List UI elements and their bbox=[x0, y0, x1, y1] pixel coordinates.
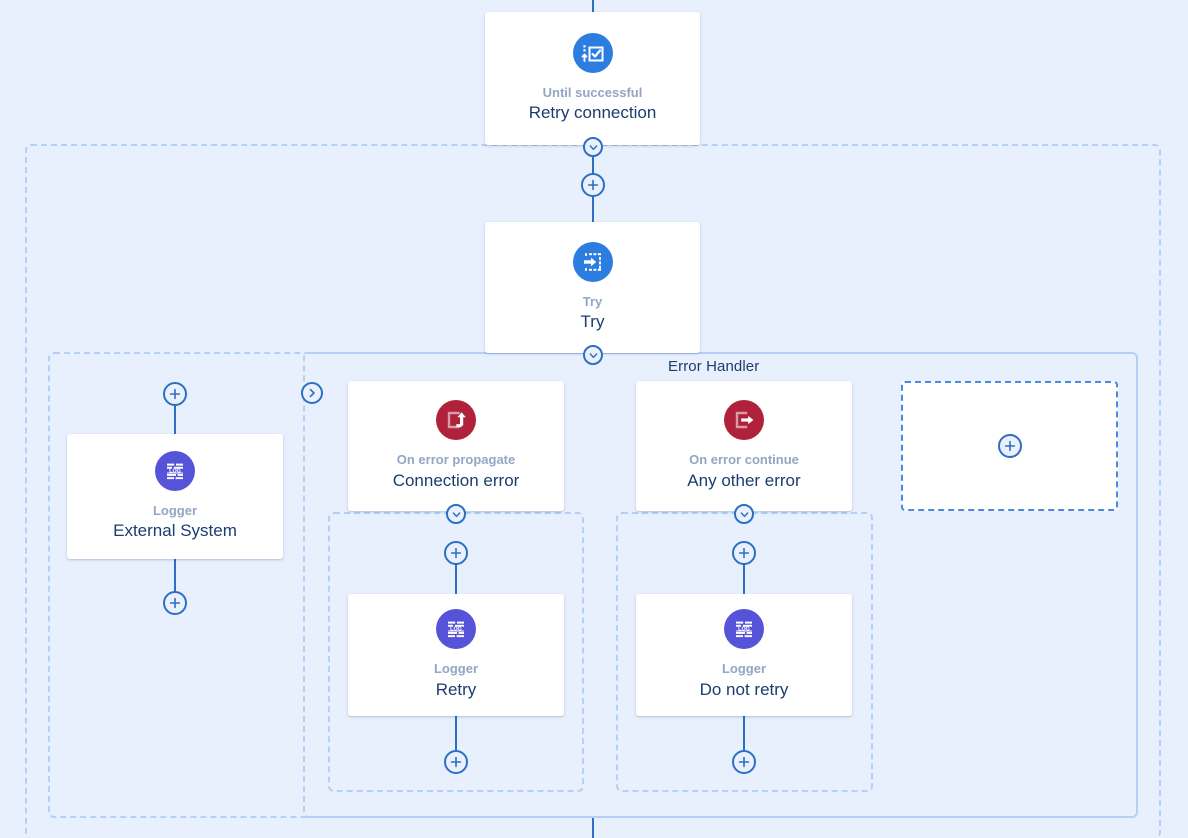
node-external-system[interactable]: LOG Logger External System bbox=[67, 434, 283, 559]
node-title: Do not retry bbox=[699, 679, 789, 699]
svg-text:LOG: LOG bbox=[738, 627, 750, 633]
add-node-button-in-connection-error[interactable] bbox=[444, 541, 468, 565]
expand-error-handler-button[interactable] bbox=[301, 382, 323, 404]
add-node-button-after-until-successful[interactable] bbox=[581, 173, 605, 197]
node-title: Retry bbox=[435, 679, 477, 699]
node-subtitle: Until successful bbox=[542, 84, 643, 100]
node-subtitle: Try bbox=[582, 293, 603, 309]
logger-icon: LOG bbox=[436, 609, 476, 650]
node-connection-error[interactable]: On error propagate Connection error bbox=[348, 381, 564, 511]
node-subtitle: Logger bbox=[721, 661, 767, 677]
node-subtitle: On error continue bbox=[689, 452, 799, 468]
node-title: Connection error bbox=[392, 470, 520, 490]
node-try[interactable]: Try Try bbox=[485, 222, 700, 353]
collapse-until-successful-button[interactable] bbox=[583, 137, 603, 157]
node-subtitle: Logger bbox=[433, 661, 479, 677]
add-node-button-after-logger-retry[interactable] bbox=[444, 750, 468, 774]
node-title: Retry connection bbox=[528, 103, 657, 123]
connector-retry-to-add bbox=[592, 157, 594, 175]
connector-continue-add-to-logger bbox=[743, 564, 745, 594]
node-logger-retry[interactable]: LOG Logger Retry bbox=[348, 594, 564, 716]
connector-propagate-add-to-logger bbox=[455, 564, 457, 594]
node-title: Try bbox=[580, 312, 605, 332]
add-node-button-in-any-other-error[interactable] bbox=[732, 541, 756, 565]
collapse-try-button[interactable] bbox=[583, 345, 603, 365]
connector-below-external-system bbox=[174, 558, 176, 592]
svg-text:LOG: LOG bbox=[450, 627, 462, 633]
connector-top-into-retry bbox=[592, 0, 594, 12]
scope-error-handler-label: Error Handler bbox=[668, 358, 760, 375]
logger-icon: LOG bbox=[724, 609, 764, 650]
until-successful-icon bbox=[572, 32, 613, 73]
connector-logger-donotretry-to-add bbox=[743, 715, 745, 751]
add-node-button[interactable] bbox=[997, 434, 1022, 458]
node-any-other-error[interactable]: On error continue Any other error bbox=[636, 381, 852, 511]
node-subtitle: On error propagate bbox=[396, 452, 516, 468]
node-title: External System bbox=[113, 521, 237, 541]
add-error-handler-slot[interactable] bbox=[901, 381, 1118, 511]
connector-above-external-system bbox=[174, 404, 176, 434]
connector-add-to-try bbox=[592, 197, 594, 223]
try-icon bbox=[572, 241, 613, 282]
add-node-button-after-logger-do-not-retry[interactable] bbox=[732, 750, 756, 774]
node-title: Any other error bbox=[687, 470, 801, 490]
collapse-on-error-continue-button[interactable] bbox=[734, 504, 754, 524]
on-error-propagate-icon bbox=[436, 400, 476, 441]
collapse-on-error-propagate-button[interactable] bbox=[446, 504, 466, 524]
on-error-continue-icon bbox=[724, 400, 764, 441]
scope-error-handler[interactable] bbox=[303, 352, 1138, 818]
add-node-button-after-external-system[interactable] bbox=[163, 591, 187, 615]
node-logger-do-not-retry[interactable]: LOG Logger Do not retry bbox=[636, 594, 852, 716]
logger-icon: LOG bbox=[155, 450, 195, 491]
add-node-button-before-external-system[interactable] bbox=[163, 382, 187, 406]
node-subtitle: Logger bbox=[152, 502, 198, 518]
connector-logger-retry-to-add bbox=[455, 715, 457, 751]
node-retry-connection[interactable]: Until successful Retry connection bbox=[485, 12, 700, 145]
svg-text:LOG: LOG bbox=[169, 468, 181, 474]
connector-errorhandler-to-bottom bbox=[592, 818, 594, 838]
